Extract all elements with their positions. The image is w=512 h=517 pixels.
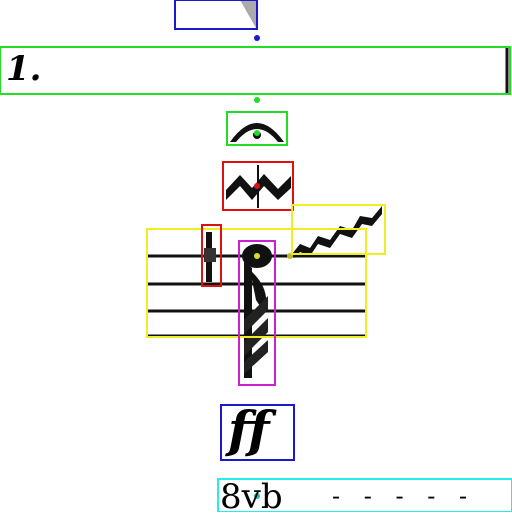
box-top-note	[174, 0, 258, 30]
dynamic-marking: ff	[228, 400, 270, 459]
box-note	[238, 240, 276, 386]
box-volta	[0, 46, 511, 95]
box-staff	[146, 228, 367, 338]
trill-line-icon	[292, 206, 382, 258]
top-note-fragment	[240, 0, 256, 28]
box-dynamic	[220, 404, 295, 461]
box-zigzag	[222, 161, 294, 211]
octave-extension-line: - - - - -	[332, 482, 476, 510]
natural-accidental-icon	[204, 232, 216, 282]
box-accidental	[201, 224, 222, 287]
box-fermata	[226, 111, 288, 146]
measure-number: 1.	[6, 49, 42, 89]
octave-marking: 8vb	[220, 477, 283, 517]
